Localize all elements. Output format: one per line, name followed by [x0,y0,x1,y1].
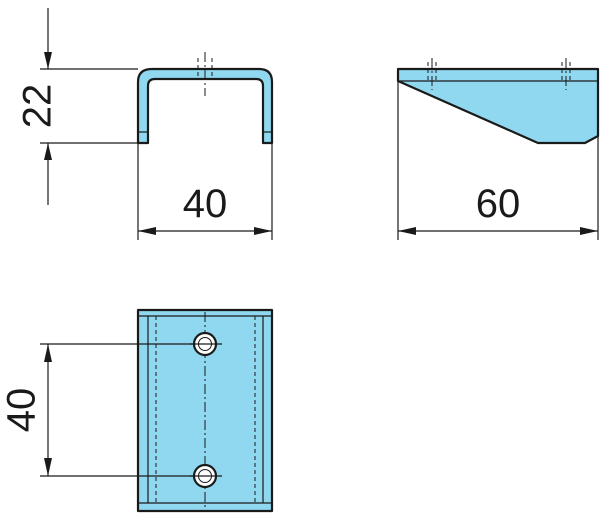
front-view: 22 40 [16,8,274,240]
height-dim-label: 22 [16,84,60,129]
front-view-u-profile [136,67,274,145]
height-arrow-top [44,52,52,69]
length-arrow-right [580,227,598,235]
width-dim-label: 40 [183,182,228,226]
length-dim-label: 60 [476,182,521,226]
height-arrow-bottom [44,143,52,160]
width-arrow-right [254,227,272,235]
side-view-profile [396,67,600,145]
spacing-arrow-bottom [44,458,52,476]
spacing-dim-label: 40 [0,388,44,433]
width-arrow-left [138,227,156,235]
side-view: 60 [396,58,600,240]
spacing-arrow-top [44,344,52,362]
length-arrow-left [398,227,416,235]
top-view: 40 [0,308,274,513]
